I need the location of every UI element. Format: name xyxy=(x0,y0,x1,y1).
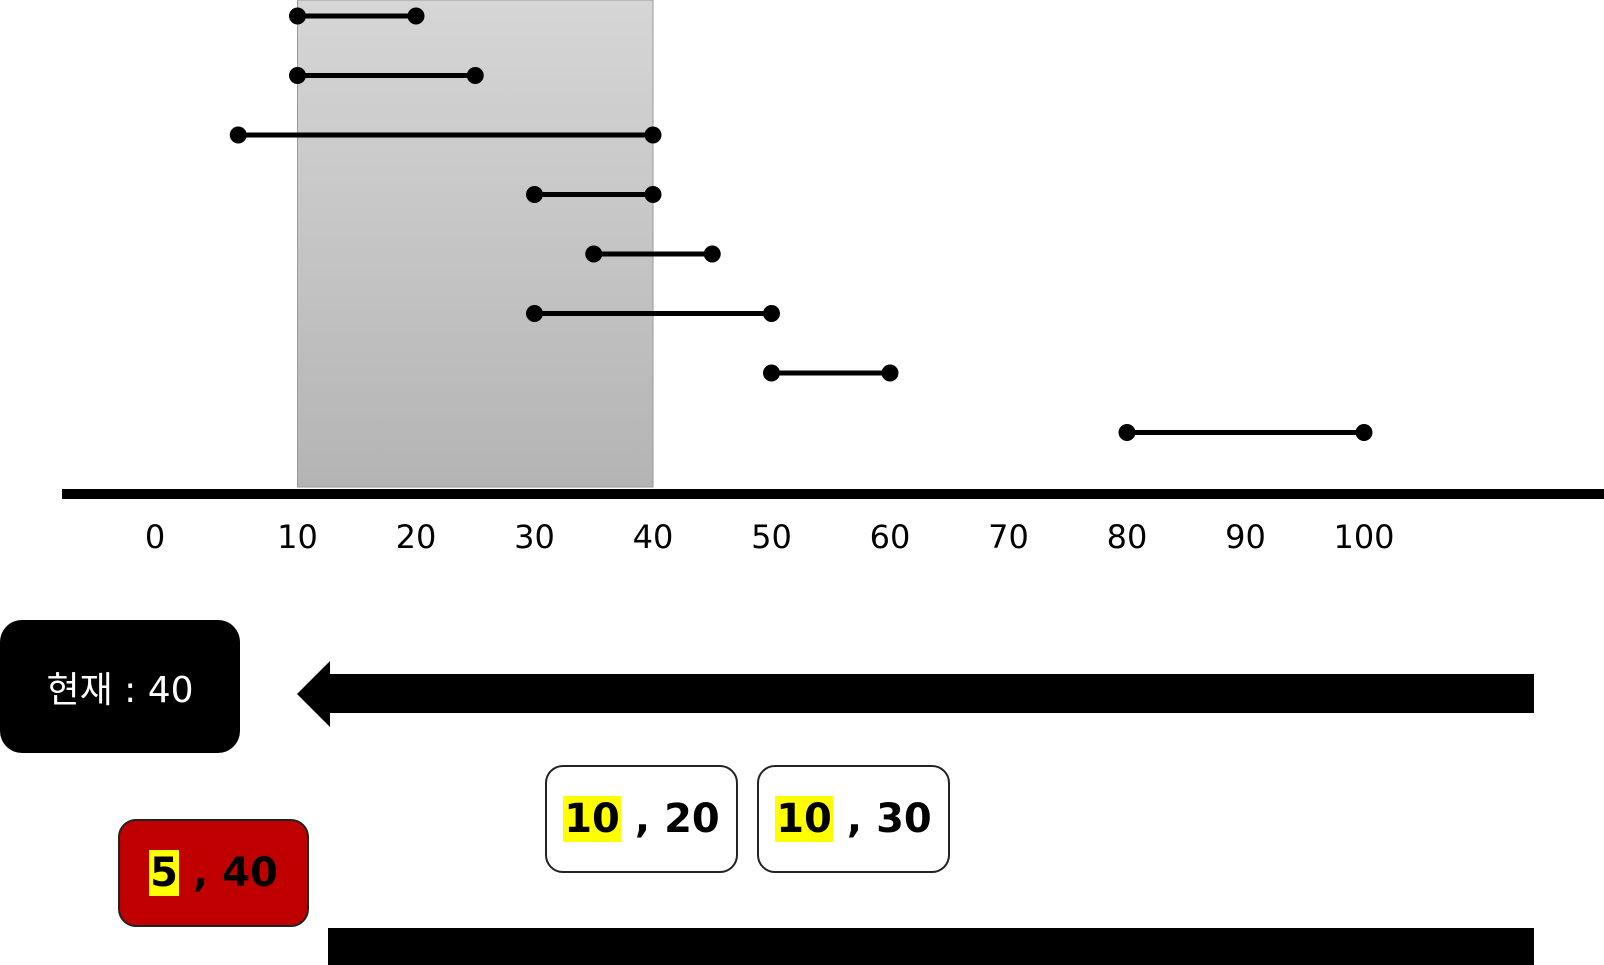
intervals xyxy=(229,7,1373,441)
pair-start: 5 xyxy=(149,850,179,896)
interval-segment xyxy=(526,305,780,322)
pair-end: 20 xyxy=(664,796,720,842)
interval-end-point xyxy=(763,305,780,322)
queue-pair-box: 10 , 20 xyxy=(545,765,738,873)
axis-ticks: 0 10 20 30 40 50 60 70 80 90 100 xyxy=(145,518,1395,556)
interval-segment xyxy=(763,364,899,382)
interval-segment xyxy=(585,245,721,263)
interval-end-point xyxy=(644,186,662,203)
interval-end-point xyxy=(881,364,899,382)
pair-separator: , xyxy=(846,796,863,842)
current-label: 현재 : 40 xyxy=(46,669,194,711)
tick-label: 20 xyxy=(396,518,437,556)
current-position-box: 현재 : 40 xyxy=(0,620,240,753)
interval-start-point xyxy=(289,7,306,25)
interval-end-point xyxy=(644,126,662,144)
interval-segment xyxy=(1118,424,1373,441)
interval-end-point xyxy=(466,67,484,84)
tick-label: 50 xyxy=(751,518,792,556)
pair-start: 10 xyxy=(775,796,833,842)
tick-label: 0 xyxy=(145,518,165,556)
interval-segment xyxy=(526,186,662,203)
queue-pair-box: 10 , 30 xyxy=(757,765,950,873)
pair-end: 40 xyxy=(222,850,278,896)
interval-start-point xyxy=(289,67,306,84)
interval-segment xyxy=(289,7,425,25)
interval-segment xyxy=(229,126,662,144)
interval-start-point xyxy=(526,305,543,322)
tick-label: 70 xyxy=(988,518,1029,556)
tick-label: 90 xyxy=(1225,518,1266,556)
tick-label: 80 xyxy=(1107,518,1148,556)
pair-separator: , xyxy=(192,850,209,896)
interval-start-point xyxy=(763,364,780,382)
interval-start-point xyxy=(585,245,603,263)
left-arrow-icon xyxy=(297,661,1534,727)
tick-label: 100 xyxy=(1333,518,1394,556)
interval-end-point xyxy=(703,245,721,263)
pair-separator: , xyxy=(634,796,651,842)
tick-label: 40 xyxy=(633,518,674,556)
tick-label: 60 xyxy=(870,518,911,556)
bottom-bar xyxy=(328,928,1534,965)
interval-start-point xyxy=(526,186,543,203)
tick-label: 10 xyxy=(277,518,318,556)
tick-label: 30 xyxy=(514,518,555,556)
number-line-axis xyxy=(62,489,1604,499)
pair-start: 10 xyxy=(563,796,621,842)
interval-end-point xyxy=(407,7,425,25)
interval-start-point xyxy=(229,126,247,144)
pair-end: 30 xyxy=(876,796,932,842)
interval-segment xyxy=(289,67,484,84)
interval-end-point xyxy=(1355,424,1373,441)
selected-pair-box: 5 , 40 xyxy=(118,819,309,927)
interval-start-point xyxy=(1118,424,1136,441)
